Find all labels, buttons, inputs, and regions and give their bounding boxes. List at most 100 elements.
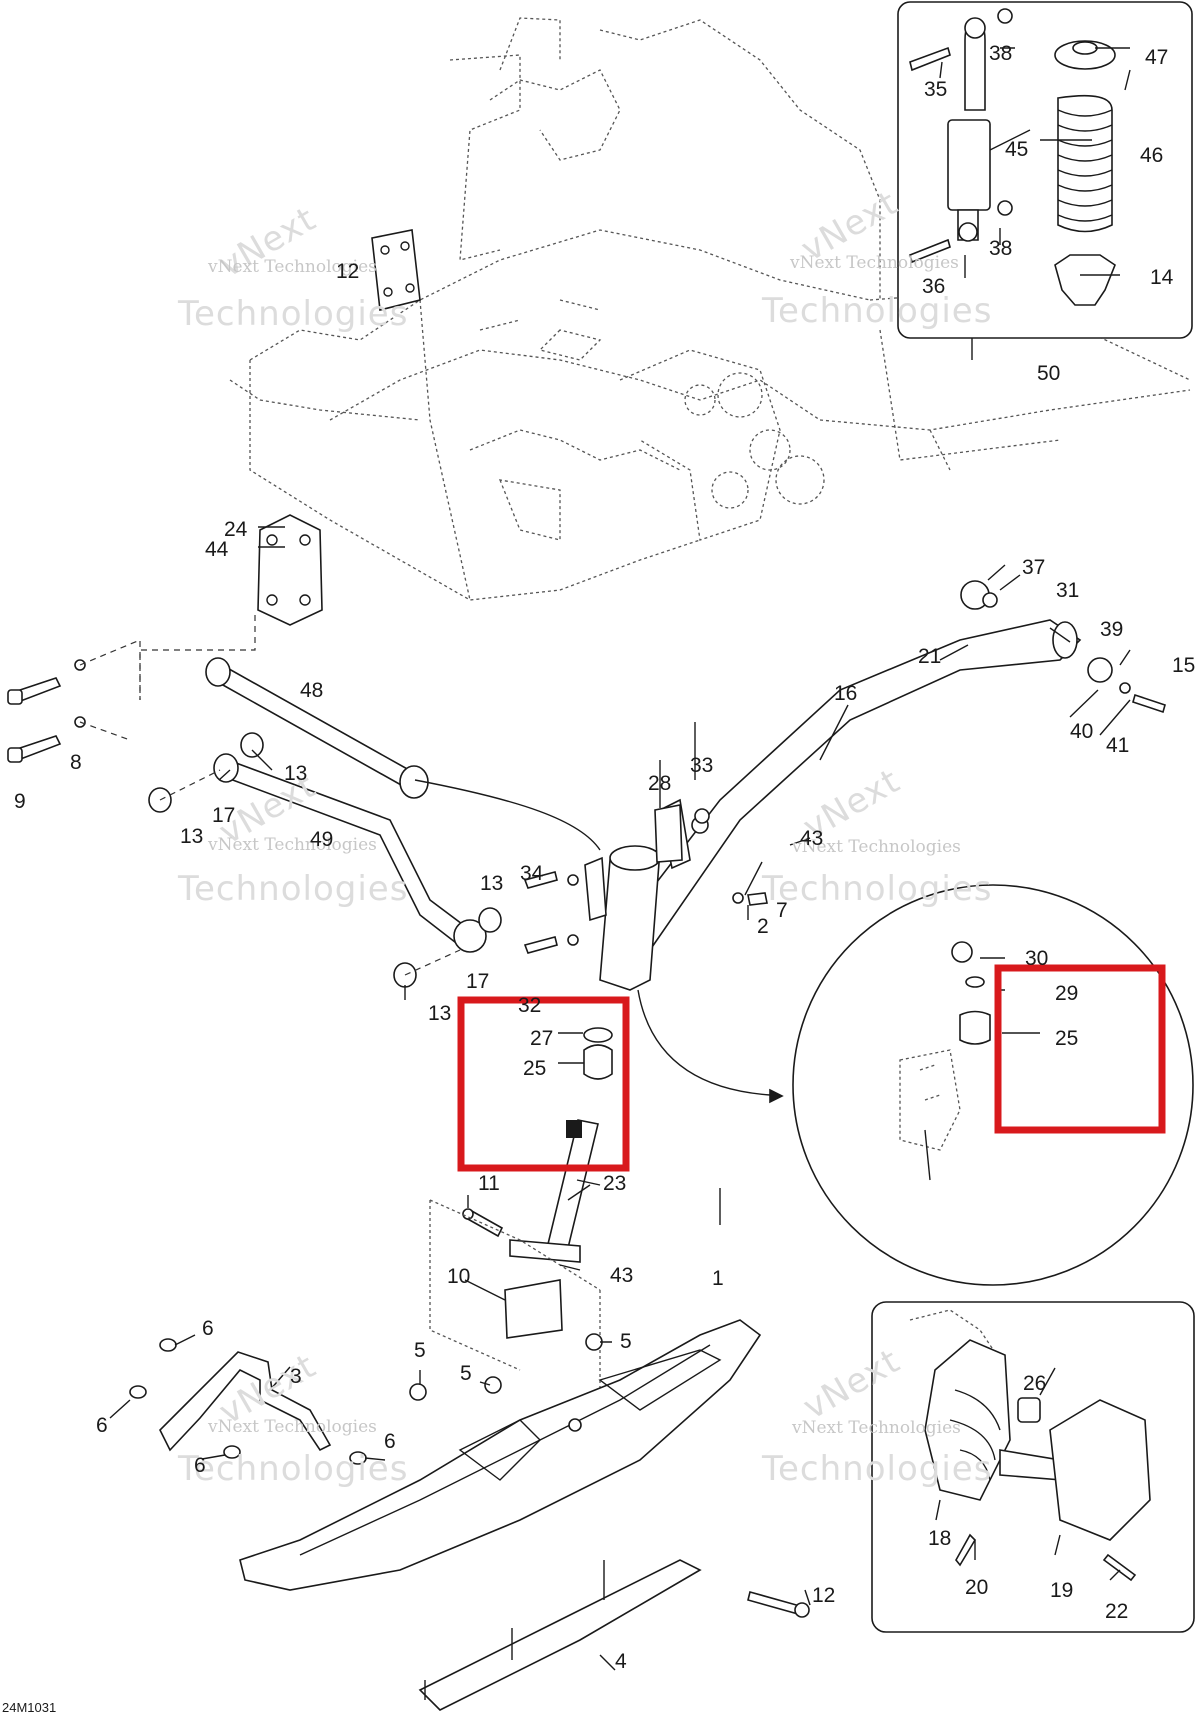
callout-33: 33 bbox=[690, 754, 713, 777]
callout-35: 35 bbox=[924, 78, 947, 101]
callout-50: 50 bbox=[1037, 362, 1060, 385]
callout-45: 45 bbox=[1005, 138, 1028, 161]
callout-32: 32 bbox=[518, 994, 541, 1017]
callout-13b: 13 bbox=[180, 825, 203, 848]
bracket-28 bbox=[654, 804, 768, 906]
callout-1: 1 bbox=[712, 1267, 724, 1290]
callout-38b: 38 bbox=[989, 237, 1012, 260]
callout-19: 19 bbox=[1050, 1579, 1073, 1602]
callout-13d: 13 bbox=[428, 1002, 451, 1025]
callout-6d: 6 bbox=[384, 1430, 396, 1453]
callout-13c: 13 bbox=[480, 872, 503, 895]
svg-text:Technologies: Technologies bbox=[177, 294, 408, 334]
callout-6a: 6 bbox=[202, 1317, 214, 1340]
callout-23: 23 bbox=[603, 1172, 626, 1195]
svg-text:vNext Technologies: vNext Technologies bbox=[791, 1418, 961, 1438]
pin-11 bbox=[462, 1208, 504, 1238]
spindle-housing bbox=[414, 779, 784, 1104]
callout-10: 10 bbox=[447, 1265, 470, 1288]
boot-assembly-inset bbox=[871, 1301, 1195, 1633]
highlight-box-right bbox=[994, 964, 1166, 1134]
callout-14: 14 bbox=[1150, 266, 1174, 289]
svg-text:vNext Technologies: vNext Technologies bbox=[791, 837, 961, 857]
link-rod-49 bbox=[213, 753, 487, 953]
svg-text:vNext Technologies: vNext Technologies bbox=[207, 1417, 377, 1437]
callout-17b: 17 bbox=[466, 970, 489, 993]
leader-lines bbox=[109, 47, 1131, 1671]
callout-37: 37 bbox=[1022, 556, 1045, 579]
callout-27: 27 bbox=[530, 1027, 553, 1050]
handle-3 bbox=[129, 1338, 367, 1465]
callout-4: 4 bbox=[615, 1650, 627, 1673]
link-rod-48 bbox=[205, 657, 429, 799]
callout-28: 28 bbox=[648, 772, 671, 795]
svg-text:vNext Technologies: vNext Technologies bbox=[207, 835, 377, 855]
callout-43b: 43 bbox=[610, 1264, 633, 1287]
callout-31: 31 bbox=[1056, 579, 1079, 602]
callout-12b: 12 bbox=[812, 1584, 835, 1607]
callout-3: 3 bbox=[290, 1365, 302, 1388]
highlight-box-left bbox=[457, 996, 630, 1172]
callout-5c: 5 bbox=[460, 1362, 472, 1385]
svg-text:Technologies: Technologies bbox=[177, 1449, 408, 1489]
callout-24: 24 bbox=[224, 518, 248, 541]
callout-25a: 25 bbox=[523, 1057, 546, 1080]
callout-21: 21 bbox=[918, 645, 941, 668]
callout-29: 29 bbox=[1055, 982, 1078, 1005]
callout-7: 7 bbox=[776, 899, 788, 922]
callout-6b: 6 bbox=[96, 1414, 108, 1437]
callout-47: 47 bbox=[1145, 46, 1168, 69]
callout-2: 2 bbox=[757, 915, 769, 938]
callout-38a: 38 bbox=[989, 42, 1012, 65]
callout-17a: 17 bbox=[212, 804, 235, 827]
callout-16: 16 bbox=[834, 682, 857, 705]
diagram-code: 24M1031 bbox=[2, 1700, 56, 1715]
callout-5b: 5 bbox=[414, 1339, 426, 1362]
bushings-13-17 bbox=[148, 732, 502, 988]
callout-13a: 13 bbox=[284, 762, 307, 785]
callout-40: 40 bbox=[1070, 720, 1093, 743]
callout-36: 36 bbox=[922, 275, 945, 298]
svg-text:Technologies: Technologies bbox=[761, 291, 992, 331]
callout-49: 49 bbox=[310, 828, 333, 851]
spindle-23 bbox=[509, 1027, 613, 1263]
callout-34: 34 bbox=[520, 862, 544, 885]
svg-text:vNext Technologies: vNext Technologies bbox=[207, 257, 377, 277]
callout-9: 9 bbox=[14, 790, 26, 813]
callout-20: 20 bbox=[965, 1576, 988, 1599]
callout-39: 39 bbox=[1100, 618, 1123, 641]
nuts-5 bbox=[409, 1333, 603, 1401]
callout-5a: 5 bbox=[620, 1330, 632, 1353]
svg-text:Technologies: Technologies bbox=[761, 1449, 992, 1489]
callout-6c: 6 bbox=[194, 1454, 206, 1477]
callout-44: 44 bbox=[205, 538, 229, 561]
callout-15: 15 bbox=[1172, 654, 1195, 677]
callout-48: 48 bbox=[300, 679, 323, 702]
callout-labels: 1 2 3 4 5 5 5 6 6 6 6 7 8 9 10 11 12 12 … bbox=[14, 42, 1195, 1673]
svg-text:vNext Technologies: vNext Technologies bbox=[789, 253, 959, 273]
mounting-plate-12 bbox=[371, 229, 421, 311]
callout-11: 11 bbox=[478, 1172, 500, 1195]
trailing-arm-16 bbox=[618, 580, 1166, 952]
watermarks: vNext vNext Technologies Technologies vN… bbox=[177, 183, 992, 1489]
callout-12a: 12 bbox=[336, 260, 359, 283]
callout-25b: 25 bbox=[1055, 1027, 1078, 1050]
callout-43a: 43 bbox=[800, 827, 823, 850]
detail-circle-inset bbox=[792, 884, 1194, 1286]
callout-41: 41 bbox=[1106, 734, 1129, 757]
callout-30: 30 bbox=[1025, 947, 1048, 970]
block-10 bbox=[429, 1199, 601, 1400]
callout-22: 22 bbox=[1105, 1600, 1128, 1623]
bracket-24 bbox=[139, 514, 323, 700]
callout-18: 18 bbox=[928, 1527, 951, 1550]
svg-text:Technologies: Technologies bbox=[761, 869, 992, 909]
bolt-12 bbox=[747, 1591, 810, 1618]
callout-46: 46 bbox=[1140, 144, 1163, 167]
runner-4 bbox=[418, 1559, 702, 1711]
callout-26: 26 bbox=[1023, 1372, 1046, 1395]
ski-1 bbox=[239, 1319, 762, 1591]
callout-8: 8 bbox=[70, 751, 82, 774]
svg-text:Technologies: Technologies bbox=[177, 869, 408, 909]
bolts-9 bbox=[7, 639, 141, 763]
